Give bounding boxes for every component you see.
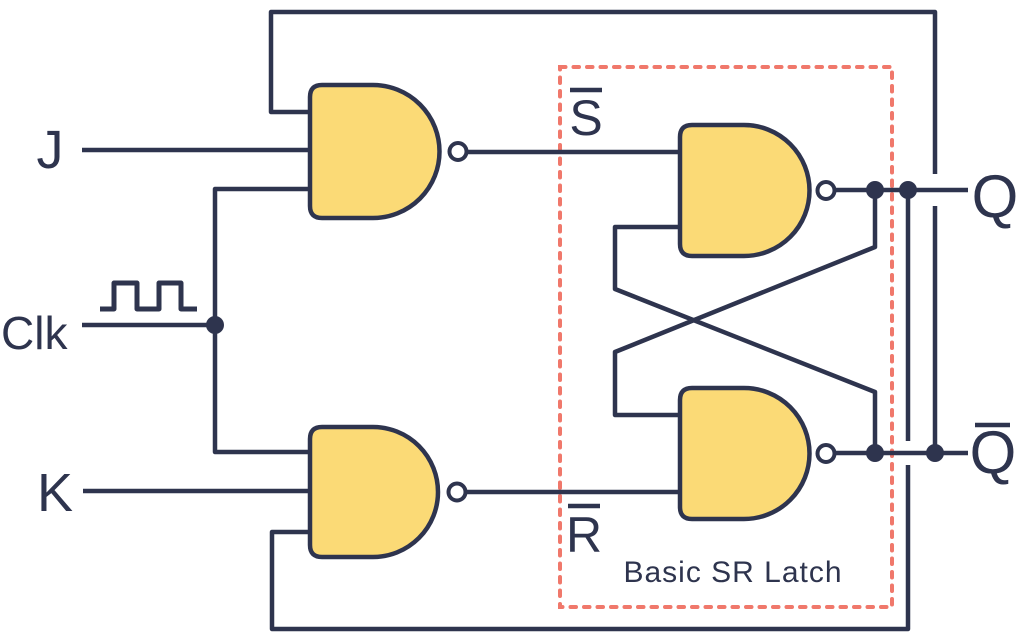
junction-qbar-feedback (926, 444, 944, 462)
label-input-clk: Clk (1, 307, 68, 359)
junction-clk-branch (206, 316, 224, 334)
clock-waveform-icon (100, 280, 197, 312)
latch-caption: Basic SR Latch (623, 556, 842, 589)
label-output-q-bar: Q (970, 419, 1017, 486)
label-s-bar: S (569, 90, 602, 146)
nand-gate-reset-body (677, 385, 812, 522)
label-output-q: Q (972, 163, 1019, 230)
sr-latch-dashed-outline (558, 65, 894, 609)
nand-gate-reset-inversion-bubble (815, 443, 837, 464)
nand-gate-latch-set (677, 122, 837, 259)
nand-gate-set-body (677, 122, 812, 259)
label-input-k: K (37, 463, 73, 523)
nand-gate-set-inversion-bubble (815, 180, 837, 201)
label-input-j: J (37, 120, 64, 180)
nand-gate-k-inversion-bubble (446, 481, 468, 503)
wire-cross-set-gate-to-qbar (612, 224, 878, 453)
junction-q-cross-couple (866, 181, 884, 199)
nand-gate-latch-reset (677, 385, 837, 522)
junction-q-feedback (899, 181, 917, 199)
nand-gate-j-inversion-bubble (447, 141, 469, 162)
wire-clk-branch (212, 186, 310, 455)
nand-gate-k-body (307, 424, 441, 560)
nand-gate-j-input (307, 82, 469, 221)
wire-feedback-q-bottom-loop (269, 465, 911, 632)
junction-qbar-cross-couple (866, 444, 884, 462)
wire-cross-q-to-reset-gate (612, 190, 878, 418)
nand-gate-k-input (307, 424, 468, 560)
nand-gate-j-body (307, 82, 442, 221)
wire-feedback-qbar-top-loop (268, 9, 938, 174)
label-r-bar: R (566, 507, 602, 563)
